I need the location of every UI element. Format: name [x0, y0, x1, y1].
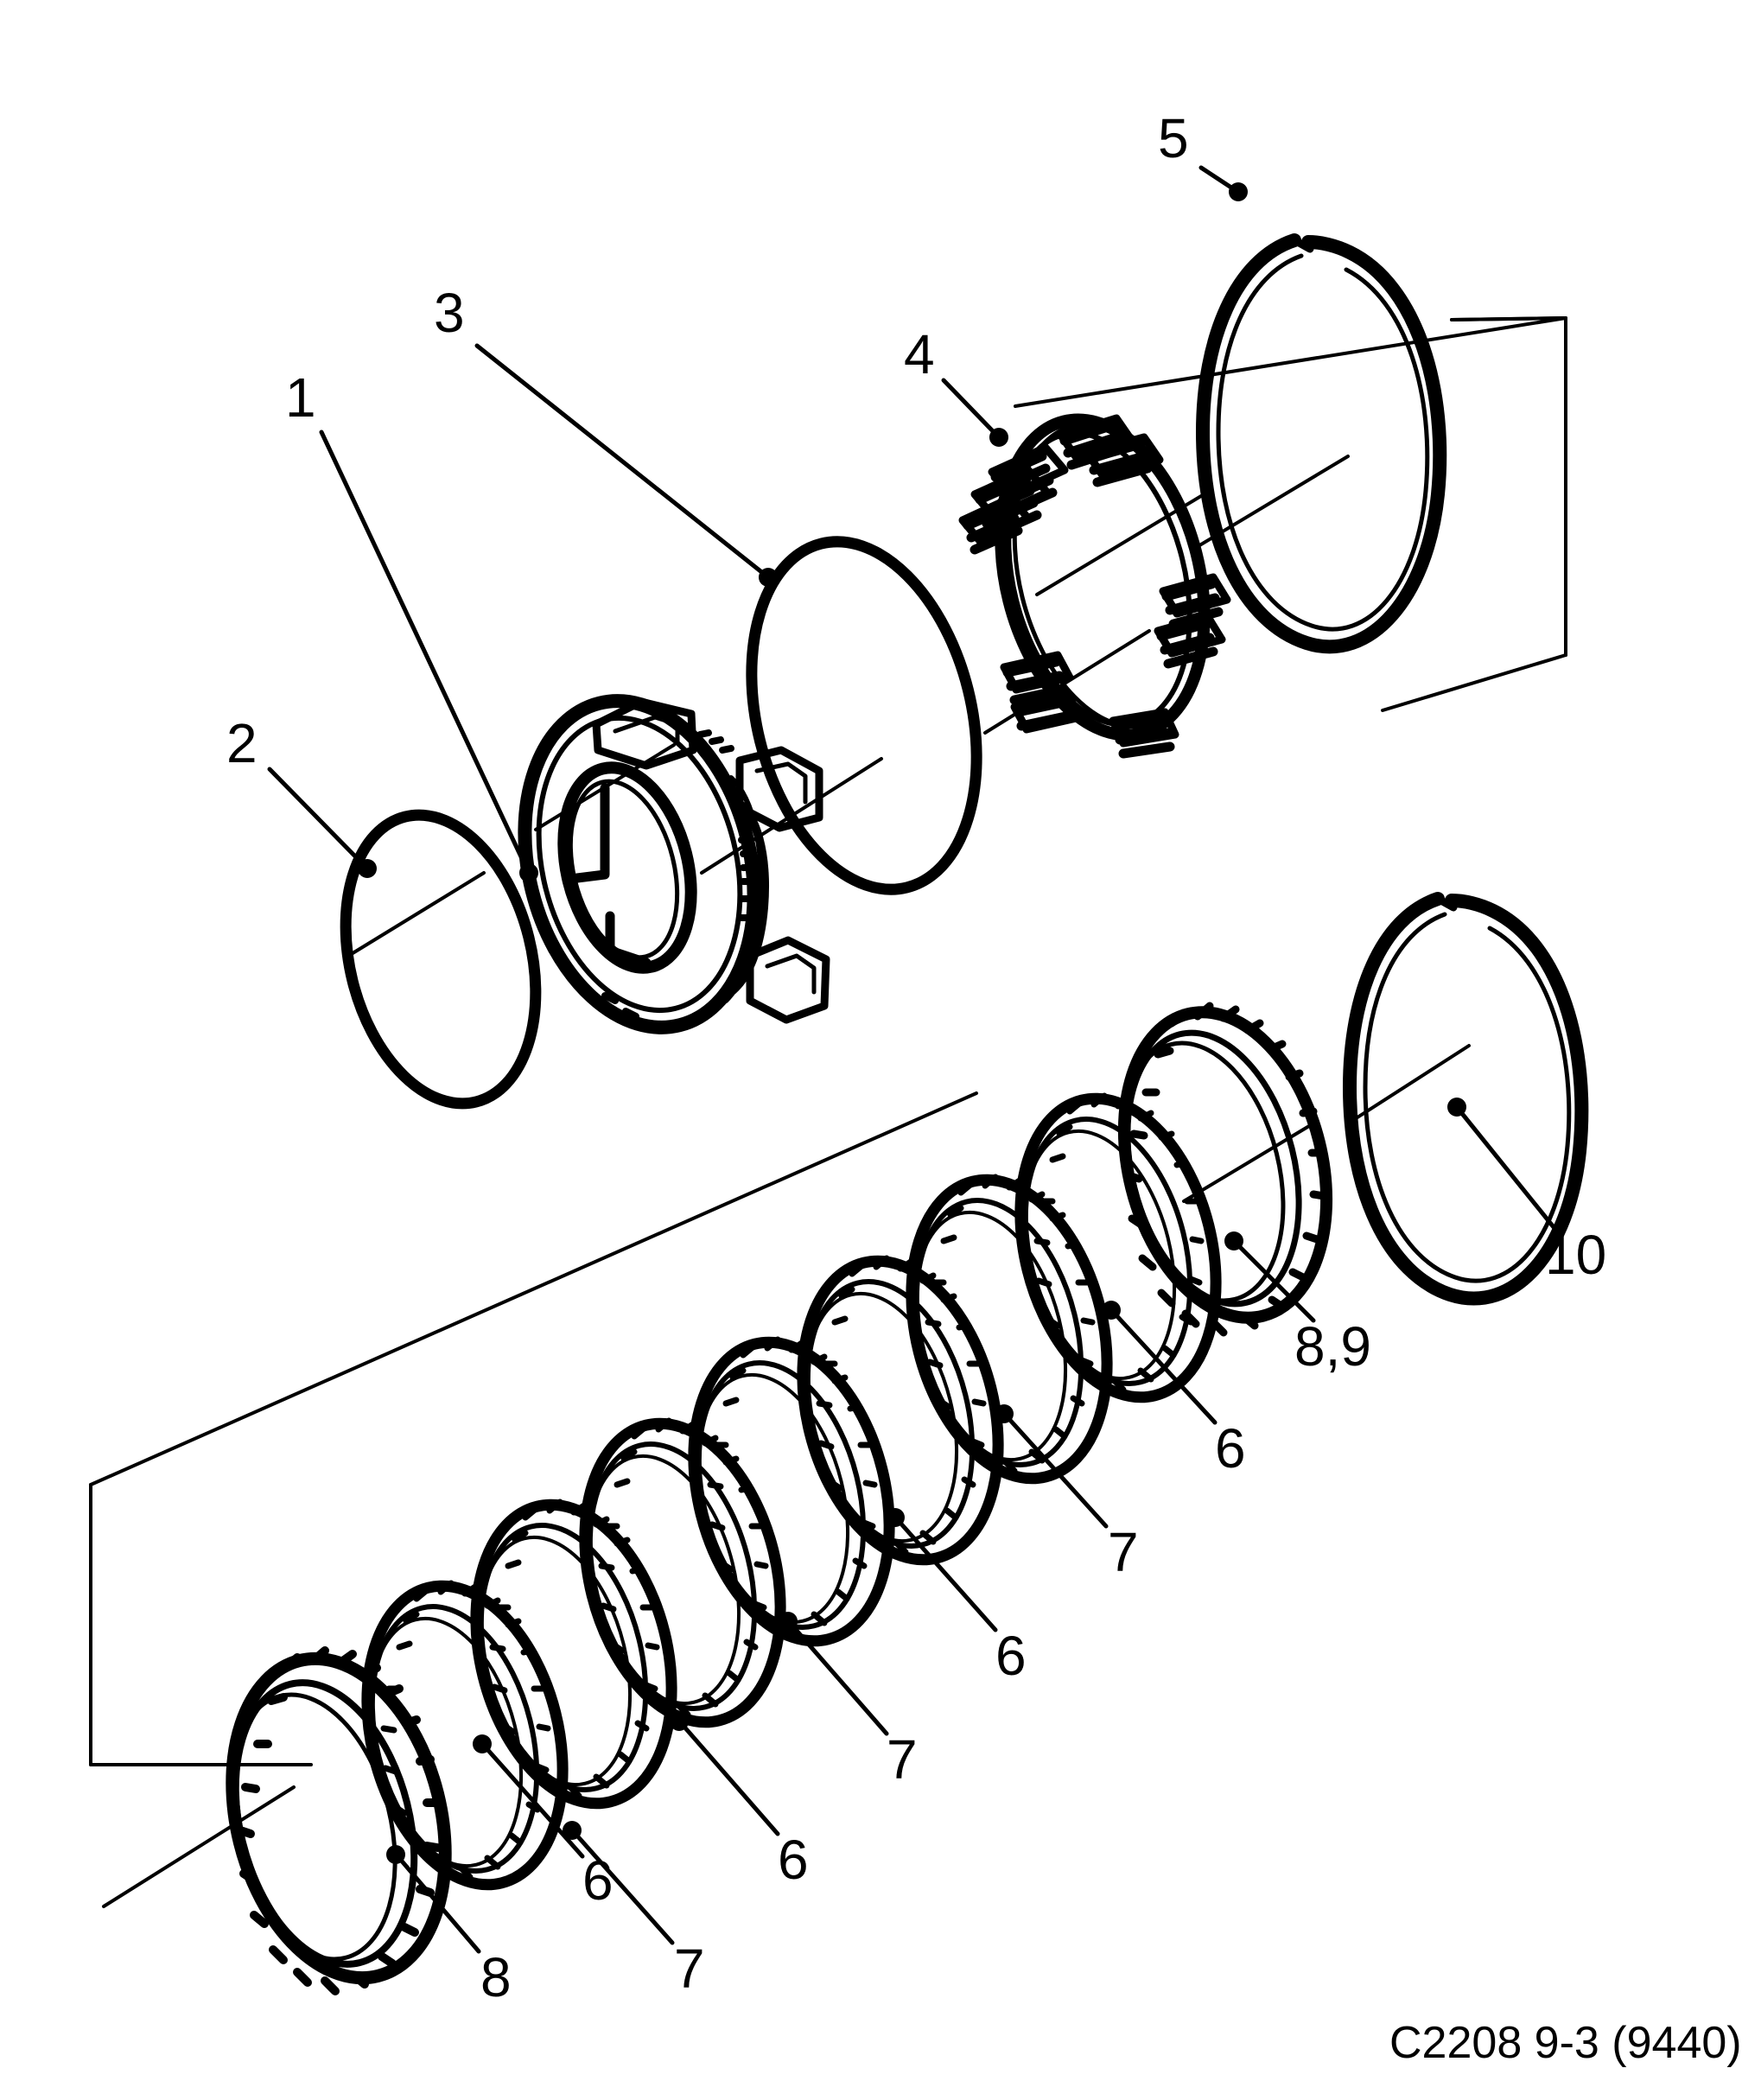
clutch-plate-friction-6e [1014, 1092, 1222, 1403]
clutch-plate-backing-89 [1117, 1002, 1333, 1337]
callout-8: 8 [480, 1946, 512, 2008]
part-4-spring-retainer [958, 413, 1231, 759]
part-5-snap-ring [1196, 233, 1447, 654]
callout-5: 5 [1158, 107, 1189, 169]
callout-6-d: 6 [582, 1849, 614, 1912]
callout-4: 4 [904, 323, 935, 385]
callout-6-a: 6 [778, 1829, 809, 1891]
leader-lines [267, 165, 1556, 1954]
callout-7-lowest: 7 [674, 1938, 705, 2000]
callout-7-a: 7 [887, 1728, 918, 1791]
part-10-snap-ring [1343, 892, 1589, 1306]
clutch-plate-steel-7c [906, 1174, 1113, 1485]
part-1-clutch-piston [518, 694, 830, 1034]
clutch-plate-friction-6c [579, 1417, 786, 1728]
callout-6-c: 6 [1215, 1417, 1246, 1480]
callout-2: 2 [226, 712, 257, 774]
centerline-axis [102, 455, 1471, 1908]
callout-10: 10 [1545, 1224, 1607, 1286]
clutch-plate-steel-7b [688, 1336, 895, 1647]
callout-3: 3 [434, 282, 465, 344]
part-3-apply-plate [746, 536, 982, 895]
drawing-code-footer: C2208 9-3 (9440) [1389, 2018, 1742, 2068]
clutch-plate-steel-7a [470, 1499, 677, 1810]
frame-panel [89, 316, 1567, 1766]
callout-8-9: 8,9 [1294, 1315, 1371, 1378]
clutch-plate-backing-8 [226, 1646, 452, 1995]
clutch-plate-friction-6d [797, 1255, 1004, 1566]
callout-7-b: 7 [1108, 1521, 1139, 1583]
callout-1: 1 [285, 366, 316, 429]
callout-6-b: 6 [995, 1625, 1027, 1687]
part-2-seal-ring [340, 809, 542, 1110]
